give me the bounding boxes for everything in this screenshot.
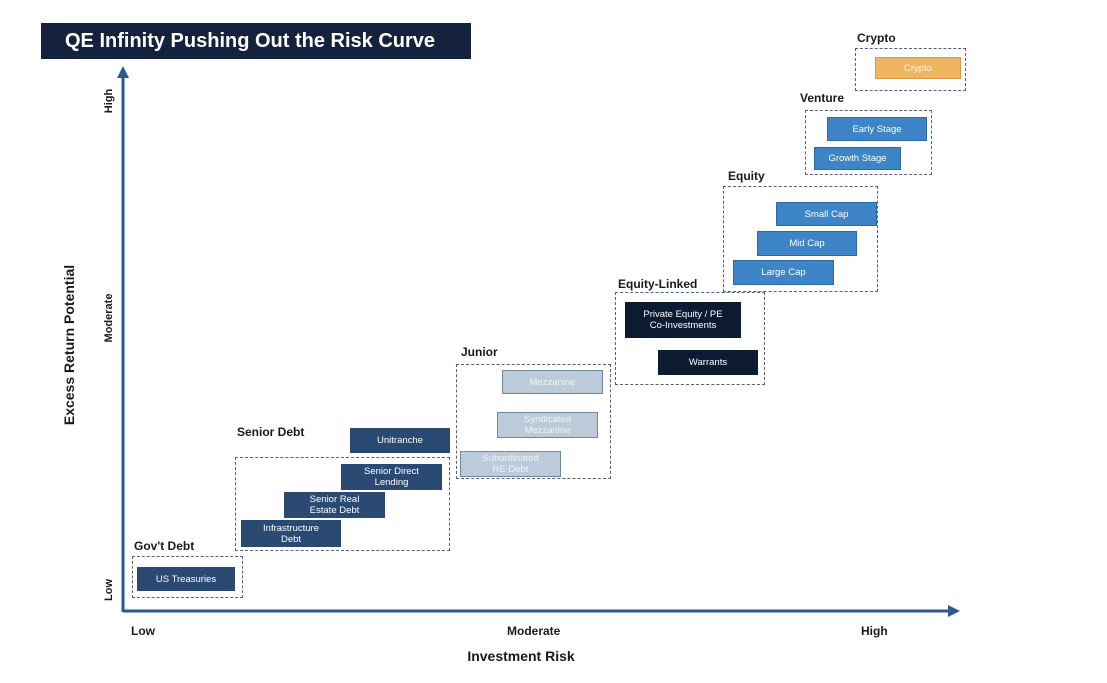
group-label-equity-linked: Equity-Linked	[618, 277, 698, 291]
box-large-cap: Large Cap	[733, 260, 834, 285]
y-axis-label: Excess Return Potential	[61, 264, 77, 426]
x-axis-arrow	[948, 605, 960, 617]
group-label-senior-debt: Senior Debt	[237, 425, 305, 439]
group-crypto	[855, 48, 966, 91]
box-senior-real-estate-debt: Senior Real Estate Debt	[284, 492, 385, 518]
group-govt-debt	[132, 556, 243, 598]
chart-title: QE Infinity Pushing Out the Risk Curve	[41, 23, 471, 59]
group-label-equity: Equity	[728, 169, 765, 183]
group-senior-debt	[235, 457, 450, 551]
box-senior-direct-lending: Senior Direct Lending	[341, 464, 442, 490]
group-equity	[723, 186, 878, 292]
box-us-treasuries: US Treasuries	[137, 567, 235, 591]
box-crypto: Crypto	[875, 57, 961, 79]
x-tick-high: High	[861, 624, 888, 638]
y-tick-low: Low	[103, 579, 115, 601]
x-tick-low: Low	[131, 624, 155, 638]
box-infrastructure-debt: Infrastructure Debt	[241, 520, 341, 547]
box-mid-cap: Mid Cap	[757, 231, 857, 256]
group-label-govt-debt: Gov't Debt	[134, 539, 195, 553]
box-mezzanine: Mezzanine	[502, 370, 603, 394]
box-early-stage: Early Stage	[827, 117, 927, 141]
box-subordinated-re-debt: Subordinated RE Debt	[460, 451, 561, 477]
y-tick-high: High	[103, 88, 115, 114]
box-private-equity: Private Equity / PE Co-Investments	[625, 302, 741, 338]
y-axis-arrow	[117, 66, 129, 78]
group-venture	[805, 110, 932, 175]
group-label-venture: Venture	[800, 91, 845, 105]
box-unitranche: Unitranche	[350, 428, 450, 453]
group-label-crypto: Crypto	[857, 31, 896, 45]
x-axis-label: Investment Risk	[467, 648, 575, 664]
box-small-cap: Small Cap	[776, 202, 877, 226]
box-warrants: Warrants	[658, 350, 758, 375]
group-junior	[456, 364, 611, 479]
box-syndicated-mezzanine: Syndicated Mezzanine	[497, 412, 598, 438]
x-tick-moderate: Moderate	[507, 624, 561, 638]
group-label-junior: Junior	[461, 345, 498, 359]
y-tick-moderate: Moderate	[103, 293, 115, 343]
box-growth-stage: Growth Stage	[814, 147, 901, 170]
group-equity-linked	[615, 292, 765, 385]
